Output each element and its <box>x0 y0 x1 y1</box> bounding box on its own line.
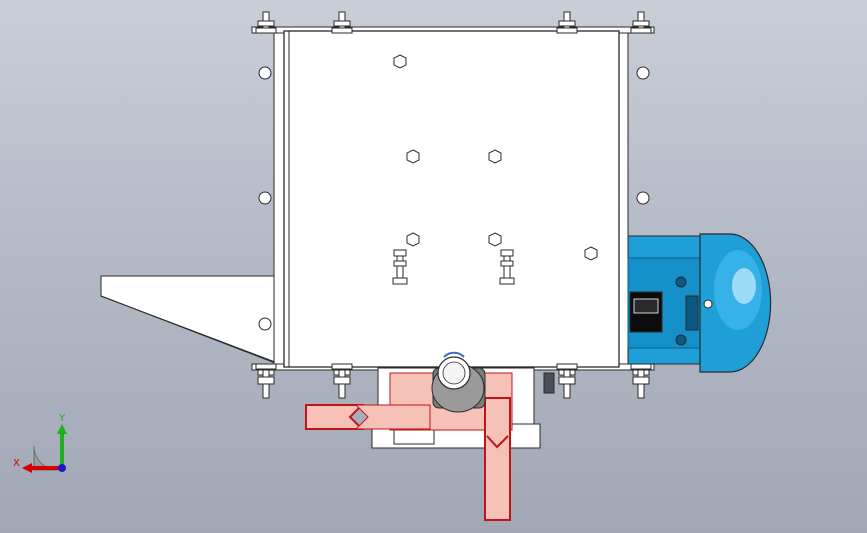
y-axis-label: Y <box>58 413 66 424</box>
top-bolts <box>255 11 652 34</box>
side-holes <box>258 66 650 331</box>
motor-adapter[interactable] <box>627 235 701 365</box>
y-axis-head <box>57 424 67 434</box>
motor-dome[interactable] <box>699 233 772 373</box>
frame-left-plate[interactable] <box>273 26 285 370</box>
bottom-bolts <box>255 363 652 399</box>
hopper-body[interactable] <box>283 30 620 368</box>
triad-svg: Y X <box>13 413 67 473</box>
side-support-bracket[interactable] <box>100 275 284 366</box>
coupling-block <box>543 372 555 394</box>
x-axis-label: X <box>13 458 20 469</box>
view-triad[interactable]: Y X <box>10 412 80 482</box>
bracket-edge <box>100 295 284 367</box>
mounting-studs <box>392 249 515 285</box>
hex-nuts <box>393 54 598 261</box>
section-view[interactable] <box>305 372 513 521</box>
x-axis-head <box>22 463 32 473</box>
z-axis-dot <box>58 464 66 472</box>
drive-shaft[interactable] <box>431 351 486 413</box>
